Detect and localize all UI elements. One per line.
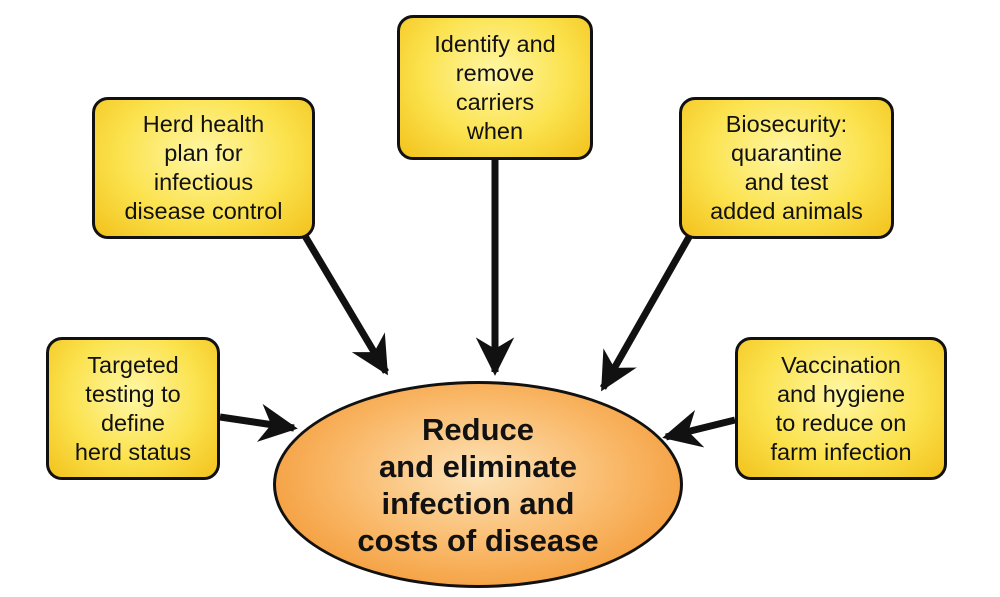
- node-identify-carriers: Identify and remove carriers when: [397, 15, 593, 160]
- node-targeted-testing: Targeted testing to define herd status: [46, 337, 220, 480]
- node-vaccination-hygiene: Vaccination and hygiene to reduce on far…: [735, 337, 947, 480]
- node-identify-carriers-label: Identify and remove carriers when: [434, 30, 556, 144]
- node-biosecurity: Biosecurity: quarantine and test added a…: [679, 97, 894, 239]
- node-center-goal-label: Reduce and eliminate infection and costs…: [357, 411, 599, 558]
- node-herd-health-plan: Herd health plan for infectious disease …: [92, 97, 315, 239]
- node-center-goal: Reduce and eliminate infection and costs…: [273, 381, 683, 588]
- node-targeted-testing-label: Targeted testing to define herd status: [74, 351, 192, 465]
- node-herd-health-plan-label: Herd health plan for infectious disease …: [124, 111, 283, 224]
- arrow-vaccination-to-center: [662, 410, 736, 448]
- arrow-herd-health-to-center: [301, 234, 390, 376]
- node-biosecurity-label: Biosecurity: quarantine and test added a…: [710, 111, 863, 224]
- node-vaccination-hygiene-label: Vaccination and hygiene to reduce on far…: [770, 351, 912, 465]
- arrow-targeted-to-center: [219, 403, 298, 442]
- arrow-biosecurity-to-center: [599, 235, 693, 392]
